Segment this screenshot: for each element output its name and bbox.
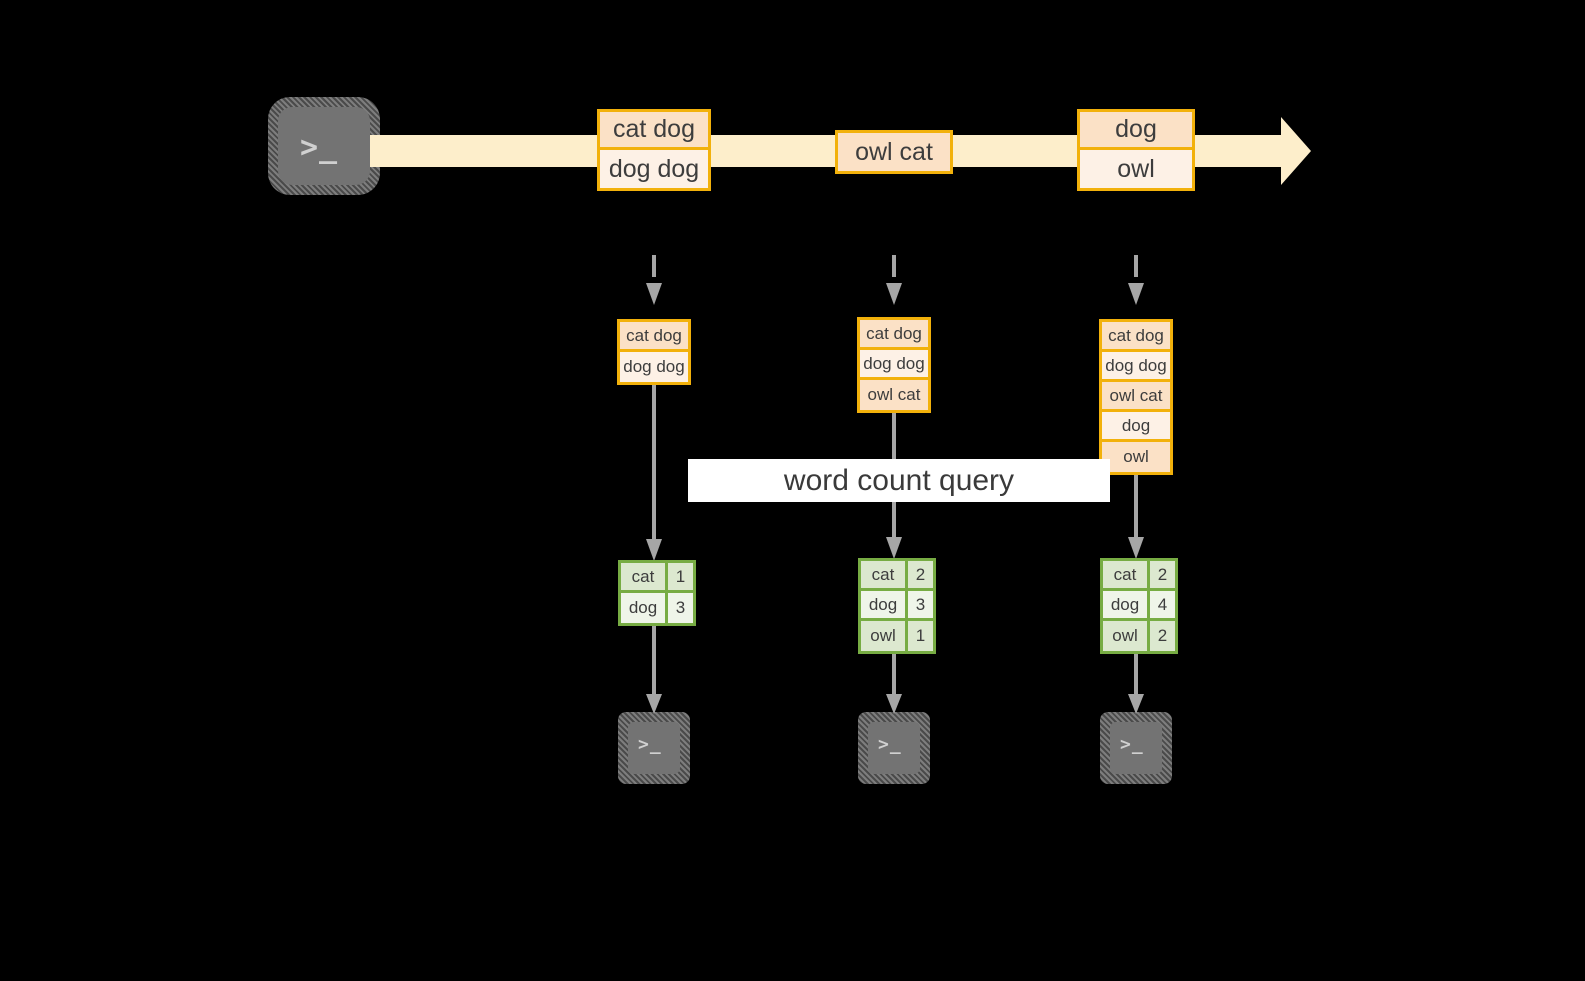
result-row: owl 1 <box>861 621 933 651</box>
input-line: owl cat <box>860 380 928 410</box>
input-line: dog <box>1102 412 1170 442</box>
result-word: cat <box>621 563 668 590</box>
snapshot-3-input-stack: cat dog dog dog owl cat dog owl <box>1099 319 1173 475</box>
record-line: owl cat <box>838 133 950 171</box>
snapshot-3-result-table: cat 2 dog 4 owl 2 <box>1100 558 1178 654</box>
stream-record-1: cat dog dog dog <box>597 109 711 191</box>
result-word: owl <box>1103 621 1150 651</box>
snapshot-3-sink-arrow <box>1128 648 1144 714</box>
result-count: 2 <box>1150 561 1175 588</box>
result-count: 3 <box>668 593 693 623</box>
terminal-face <box>868 722 920 774</box>
snapshot-1-input-stack: cat dog dog dog <box>617 319 691 385</box>
query-label: word count query <box>688 459 1110 502</box>
result-word: cat <box>861 561 908 588</box>
result-word: dog <box>621 593 668 623</box>
stream-record-3: dog owl <box>1077 109 1195 191</box>
result-word: dog <box>861 591 908 618</box>
result-count: 4 <box>1150 591 1175 618</box>
source-terminal-icon: >_ <box>268 97 380 195</box>
input-line: dog dog <box>1102 352 1170 382</box>
result-row: owl 2 <box>1103 621 1175 651</box>
stream-record-2: owl cat <box>835 130 953 174</box>
input-line: dog dog <box>620 352 688 382</box>
result-row: dog 3 <box>861 591 933 621</box>
result-count: 2 <box>1150 621 1175 651</box>
result-count: 1 <box>908 621 933 651</box>
input-line: cat dog <box>860 320 928 350</box>
terminal-prompt-glyph: >_ <box>878 734 902 755</box>
terminal-prompt-glyph: >_ <box>638 734 662 755</box>
result-word: owl <box>861 621 908 651</box>
input-line: cat dog <box>620 322 688 352</box>
result-row: cat 1 <box>621 563 693 593</box>
record-line: dog dog <box>600 150 708 188</box>
snapshot-3-sink-terminal-icon: >_ <box>1100 712 1172 784</box>
result-row: dog 3 <box>621 593 693 623</box>
snapshot-2-result-table: cat 2 dog 3 owl 1 <box>858 558 936 654</box>
terminal-face <box>278 107 370 185</box>
terminal-prompt-glyph: >_ <box>1120 734 1144 755</box>
input-line: dog dog <box>860 350 928 380</box>
snapshot-1-query-arrow <box>646 385 662 561</box>
terminal-face <box>628 722 680 774</box>
terminal-face <box>1110 722 1162 774</box>
result-word: dog <box>1103 591 1150 618</box>
record-line: owl <box>1080 150 1192 188</box>
snapshot-2-sink-terminal-icon: >_ <box>858 712 930 784</box>
record-line: dog <box>1080 112 1192 150</box>
snapshot-2-input-stack: cat dog dog dog owl cat <box>857 317 931 413</box>
record-line: cat dog <box>600 112 708 150</box>
snapshot-3-dashed-arrow <box>1128 255 1144 305</box>
input-line: owl cat <box>1102 382 1170 412</box>
snapshot-1-dashed-arrow <box>646 255 662 305</box>
terminal-prompt-glyph: >_ <box>300 130 339 165</box>
result-row: cat 2 <box>861 561 933 591</box>
input-line: owl <box>1102 442 1170 472</box>
snapshot-3-query-arrow <box>1128 475 1144 559</box>
snapshot-1-sink-terminal-icon: >_ <box>618 712 690 784</box>
snapshot-2-dashed-arrow <box>886 255 902 305</box>
result-count: 2 <box>908 561 933 588</box>
snapshot-2-sink-arrow <box>886 648 902 714</box>
result-count: 3 <box>908 591 933 618</box>
result-row: dog 4 <box>1103 591 1175 621</box>
result-count: 1 <box>668 563 693 590</box>
snapshot-1-result-table: cat 1 dog 3 <box>618 560 696 626</box>
result-word: cat <box>1103 561 1150 588</box>
result-row: cat 2 <box>1103 561 1175 591</box>
input-line: cat dog <box>1102 322 1170 352</box>
snapshot-1-sink-arrow <box>646 618 662 714</box>
